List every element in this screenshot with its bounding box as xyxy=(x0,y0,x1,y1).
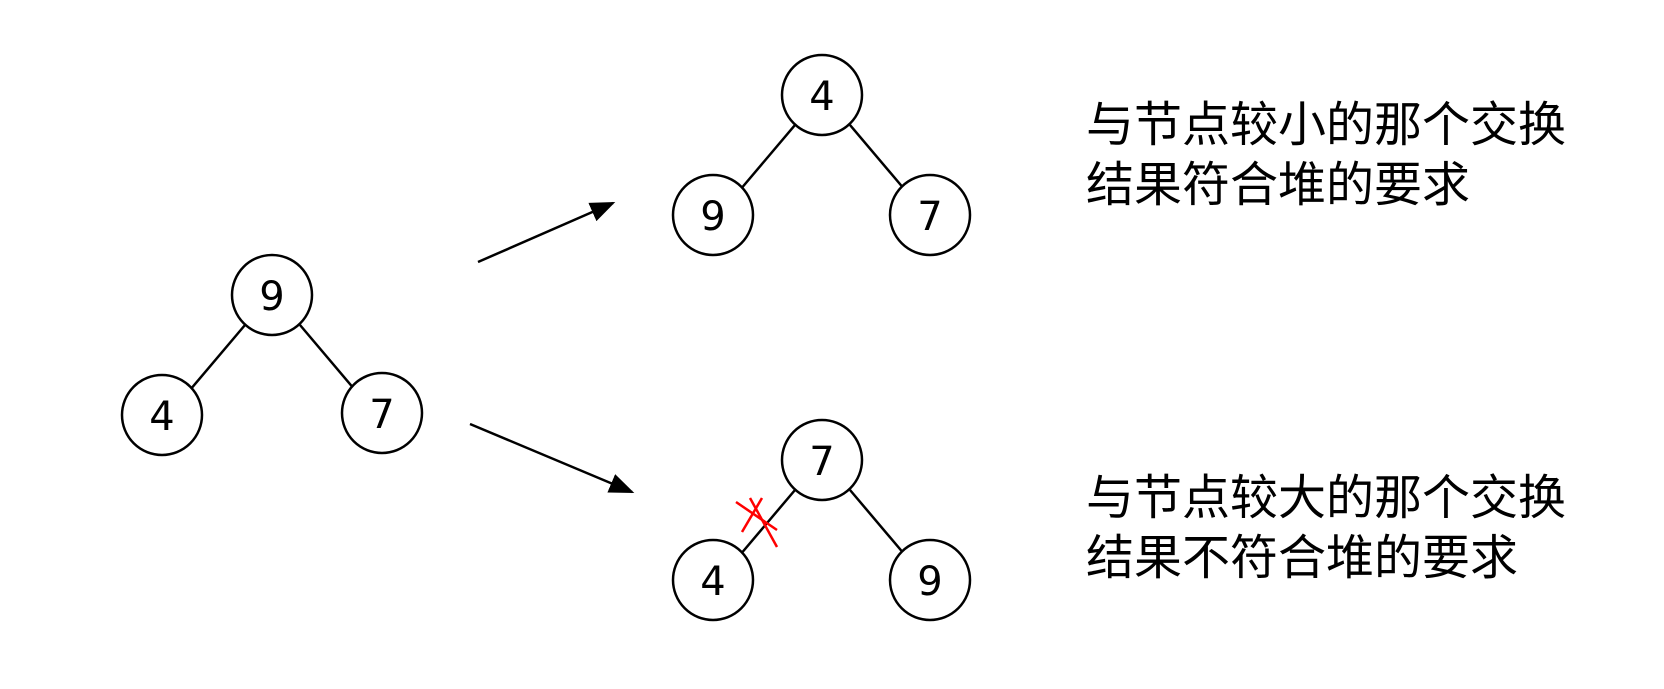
node-larger-root: 7 xyxy=(780,418,864,502)
node-label: 7 xyxy=(369,392,394,438)
node-label: 9 xyxy=(917,559,942,605)
node-original-right: 7 xyxy=(340,371,424,455)
edge-original-left xyxy=(189,324,246,391)
caption-line: 与节点较小的那个交换 xyxy=(1086,97,1567,153)
caption-line: 与节点较大的那个交换 xyxy=(1086,470,1567,526)
node-label: 9 xyxy=(700,194,725,240)
node-label: 4 xyxy=(149,394,174,440)
caption-line: 结果符合堆的要求 xyxy=(1086,157,1471,213)
tree-swap-larger: 7 4 9 xyxy=(671,418,972,622)
edge-original-right xyxy=(299,324,356,391)
node-original-left: 4 xyxy=(120,373,204,457)
node-label: 4 xyxy=(700,559,725,605)
arrow-to-smaller-swap xyxy=(477,201,616,264)
invalid-cross-mark xyxy=(735,497,779,548)
caption-swap-smaller: 与节点较小的那个交换 结果符合堆的要求 xyxy=(1086,95,1566,215)
node-larger-left: 4 xyxy=(671,538,755,622)
caption-line: 结果不符合堆的要求 xyxy=(1086,530,1519,586)
tree-original: 9 4 7 xyxy=(120,253,424,457)
node-larger-right: 9 xyxy=(888,538,972,622)
edge-smaller-left xyxy=(739,124,796,191)
node-label: 4 xyxy=(809,74,834,120)
arrow-to-larger-swap xyxy=(469,422,635,494)
node-label: 7 xyxy=(809,439,834,485)
caption-swap-larger: 与节点较大的那个交换 结果不符合堆的要求 xyxy=(1086,468,1566,588)
node-smaller-left: 9 xyxy=(671,173,755,257)
node-smaller-right: 7 xyxy=(888,173,972,257)
edge-larger-right xyxy=(849,489,906,556)
node-label: 7 xyxy=(917,194,942,240)
tree-swap-smaller: 4 9 7 xyxy=(671,53,972,257)
node-original-root: 9 xyxy=(230,253,314,337)
edge-smaller-right xyxy=(849,124,906,191)
node-label: 9 xyxy=(259,274,284,320)
node-smaller-root: 4 xyxy=(780,53,864,137)
